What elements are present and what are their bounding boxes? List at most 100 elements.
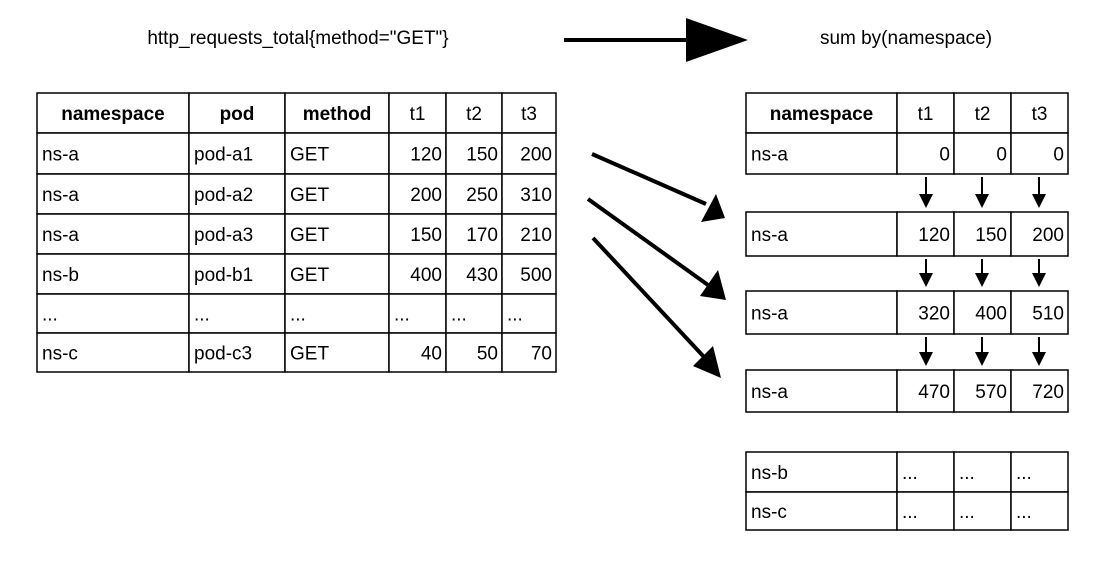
result-other-r0-c2: ...	[959, 463, 975, 484]
source-table-cell: 170	[445, 213, 503, 255]
source-table-cell: ...	[445, 293, 503, 334]
down-arrow	[1032, 337, 1046, 366]
source-cell-r0-c1: pod-a1	[194, 145, 253, 166]
result-other-r0-c3: ...	[1016, 463, 1032, 484]
mapping-arrow-1-head	[701, 194, 725, 222]
source-table-cell: 200	[501, 132, 557, 175]
down-arrow	[919, 337, 933, 366]
source-table-cell: GET	[284, 253, 390, 295]
source-cell-r0-c5: 200	[520, 145, 552, 166]
mapping-arrow-2-head	[700, 270, 726, 300]
cell-border	[36, 213, 190, 255]
source-cell-r3-c3: 400	[410, 265, 442, 286]
source-table-cell: GET	[284, 213, 390, 255]
source-cell-r1-c1: pod-a2	[194, 185, 253, 206]
cell-border	[896, 491, 955, 531]
result-other-cell: ...	[896, 491, 955, 531]
cell-border	[745, 491, 898, 531]
result-step-cell: ns-a	[745, 290, 898, 335]
result-step-r1-c1: 120	[918, 225, 950, 246]
result-step-cell: 0	[953, 132, 1012, 175]
result-other-cell: ...	[1010, 491, 1069, 531]
source-header-cell: t3	[501, 92, 557, 134]
source-cell-r1-c0: ns-a	[42, 185, 79, 206]
cell-border	[188, 173, 286, 215]
source-cell-r1-c3: 200	[410, 185, 442, 206]
result-step-cell: 120	[896, 211, 955, 257]
cell-border	[953, 369, 1012, 413]
cell-border	[388, 132, 447, 175]
down-arrow-head	[1032, 194, 1046, 208]
source-table-cell: ...	[188, 293, 286, 334]
source-cell-r4-c5: ...	[507, 305, 523, 326]
result-step-r2-c1: 320	[918, 304, 950, 325]
cell-border	[188, 332, 286, 373]
cell-border	[501, 332, 557, 373]
result-step-r3-c0: ns-a	[751, 382, 788, 403]
cell-border	[445, 293, 503, 334]
result-step-r1-c2: 150	[975, 225, 1007, 246]
down-arrow-head	[975, 352, 989, 366]
cell-border	[445, 253, 503, 295]
result-step-cell: 200	[1010, 211, 1069, 257]
cell-border	[896, 211, 955, 257]
cell-border	[388, 253, 447, 295]
source-cell-r3-c1: pod-b1	[194, 265, 253, 286]
source-table-cell: ns-b	[36, 253, 190, 295]
source-header-4: t2	[466, 104, 482, 125]
source-cell-r2-c1: pod-a3	[194, 225, 253, 246]
down-arrow-head	[1032, 273, 1046, 287]
down-arrow	[919, 259, 933, 287]
source-cell-r4-c1: ...	[194, 305, 210, 326]
source-cell-r5-c0: ns-c	[42, 344, 78, 365]
source-cell-r0-c4: 150	[466, 145, 498, 166]
result-other-r0-c0: ns-b	[751, 463, 788, 484]
source-cell-r4-c2: ...	[290, 305, 306, 326]
cell-border	[896, 132, 955, 175]
result-step-cell: 720	[1010, 369, 1069, 413]
source-table-cell: ns-a	[36, 173, 190, 215]
source-table-cell: 310	[501, 173, 557, 215]
result-other-r1-c0: ns-c	[751, 502, 787, 523]
result-step-cell: 400	[953, 290, 1012, 335]
down-arrow-head	[919, 194, 933, 208]
source-table-cell: 500	[501, 253, 557, 295]
mapping-arrow-3-head	[693, 346, 721, 378]
cell-border	[445, 332, 503, 373]
cell-border	[1010, 369, 1069, 413]
down-arrow	[1032, 177, 1046, 208]
down-arrow	[975, 259, 989, 287]
source-table-cell: 50	[445, 332, 503, 373]
result-header-cell: namespace	[745, 92, 898, 134]
cell-border	[284, 173, 390, 215]
source-table-cell: pod-b1	[188, 253, 286, 295]
source-table-cell: 200	[388, 173, 447, 215]
cell-border	[745, 369, 898, 413]
cell-border	[953, 211, 1012, 257]
result-header-2: t2	[975, 104, 991, 125]
down-arrow	[919, 177, 933, 208]
source-table-cell: pod-c3	[188, 332, 286, 373]
cell-border	[284, 332, 390, 373]
cell-border	[745, 451, 898, 493]
result-header-cell: t1	[896, 92, 955, 134]
source-table-cell: 400	[388, 253, 447, 295]
source-cell-r2-c0: ns-a	[42, 225, 79, 246]
result-step-cell: 570	[953, 369, 1012, 413]
source-table-cell: 120	[388, 132, 447, 175]
source-header-cell: method	[284, 92, 390, 134]
result-step-r3-c3: 720	[1032, 382, 1064, 403]
source-table-cell: ...	[501, 293, 557, 334]
result-other-cell: ...	[953, 451, 1012, 493]
result-step-r2-c3: 510	[1032, 304, 1064, 325]
down-arrow-head	[975, 194, 989, 208]
result-step-r1-c3: 200	[1032, 225, 1064, 246]
accumulation-arrows	[919, 177, 1046, 366]
result-other-cell: ...	[953, 491, 1012, 531]
down-arrow	[975, 337, 989, 366]
source-cell-r0-c2: GET	[290, 145, 329, 166]
cell-border	[284, 293, 390, 334]
cell-border	[501, 253, 557, 295]
